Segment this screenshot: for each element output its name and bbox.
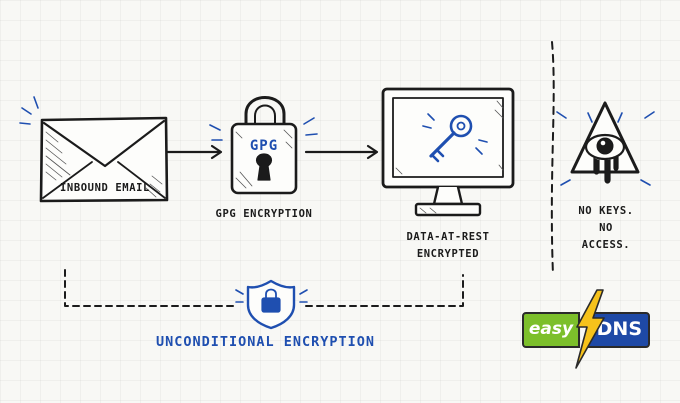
key-icon: [422, 113, 488, 163]
unconditional-encryption-label: UNCONDITIONAL ENCRYPTION: [156, 334, 376, 350]
eye-triangle-icon: [556, 101, 655, 186]
flow-arrow-1: [166, 144, 223, 160]
shield-lock-icon: [235, 279, 308, 330]
logo-easy-text: easy: [522, 312, 580, 348]
divider-line: [550, 41, 555, 276]
encryption-bracket: [64, 269, 464, 307]
flow-arrow-2: [304, 144, 379, 160]
gpg-encryption-label: GPG ENCRYPTION: [215, 208, 313, 220]
envelope-icon: [19, 96, 169, 203]
lightning-bolt-icon: [575, 289, 605, 369]
gpg-badge: GPG: [249, 138, 279, 154]
padlock-icon: [209, 96, 318, 195]
easydns-logo: easy DNS: [522, 312, 650, 348]
data-at-rest-label: DATA-AT-REST ENCRYPTED: [406, 231, 490, 260]
no-keys-label: NO KEYS. NO ACCESS.: [578, 205, 634, 251]
inbound-email-label: INBOUND EMAIL: [60, 182, 150, 194]
